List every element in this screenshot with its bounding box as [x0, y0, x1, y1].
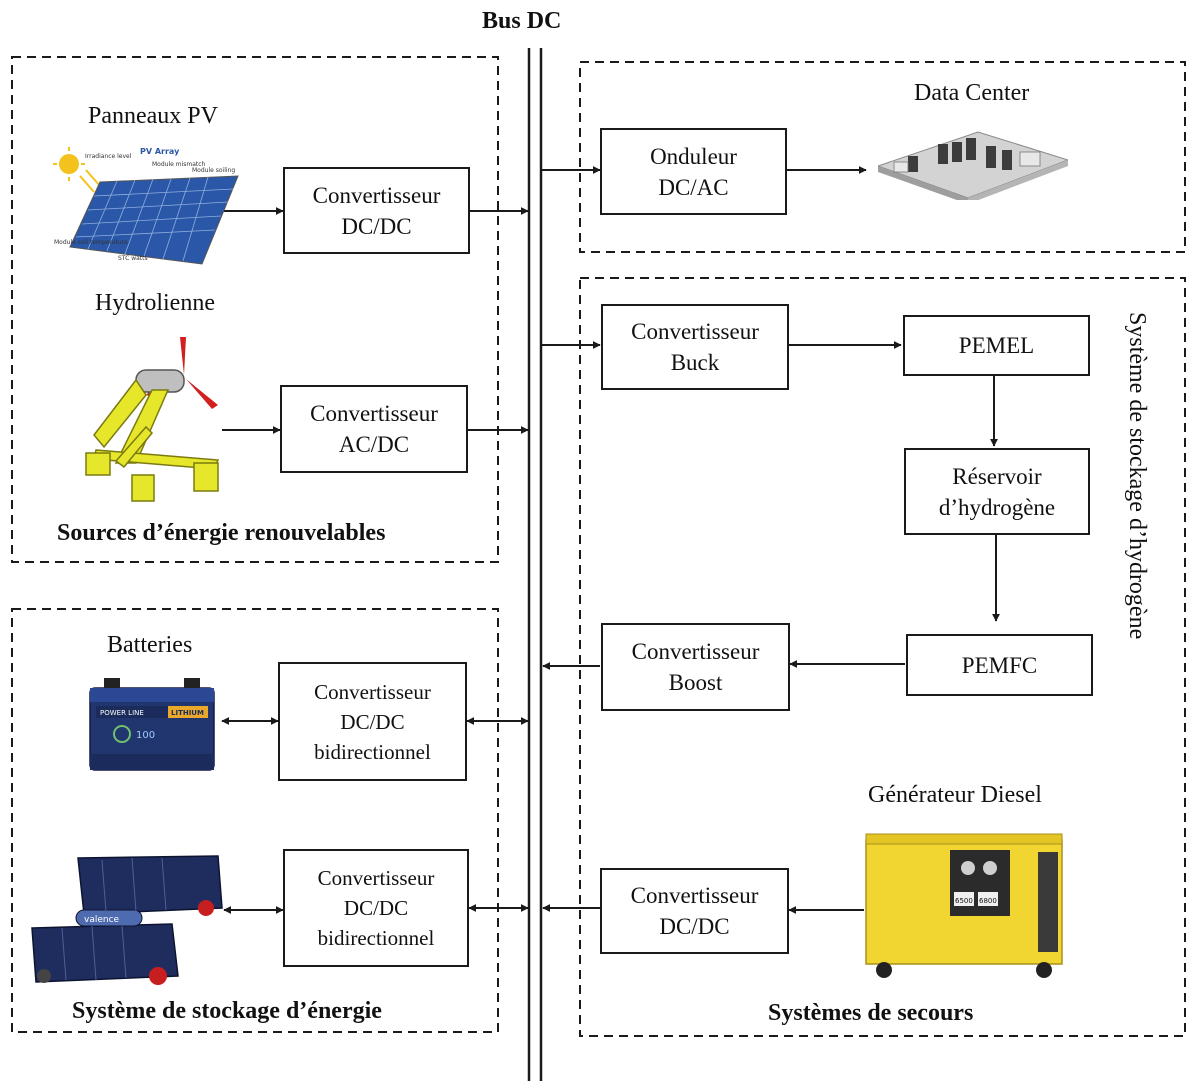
block-line: Convertisseur [312, 182, 441, 208]
block-line: PEMFC [961, 652, 1038, 678]
boost-converter-block: Convertisseur Boost [601, 623, 790, 711]
block-line: bidirectionnel [314, 739, 431, 764]
battery-line-label: POWER LINE [100, 709, 144, 717]
battery-stack-brand: valence [84, 915, 120, 925]
inverter-dcac-block: Onduleur DC/AC [600, 128, 787, 215]
renewable-group-title: Sources d’énergie renouvelables [57, 520, 386, 546]
bus-dc-label: Bus DC [482, 8, 562, 34]
pemfc-block: PEMFC [906, 634, 1093, 696]
data-center-illustration [878, 131, 1068, 200]
battery-capacity-label: 100 [136, 730, 155, 741]
pv-stc-caption: STC watts [118, 255, 148, 262]
stack-bidirectional-converter-block: Convertisseur DC/DC bidirectionnel [283, 849, 469, 967]
battery-illustration: POWER LINE LITHIUM 100 [89, 678, 215, 771]
frame-renewable [11, 56, 499, 563]
pv-array-caption: PV Array [140, 147, 180, 156]
block-line: DC/DC [341, 213, 412, 239]
frame-storage [11, 608, 499, 1033]
block-line: Convertisseur [317, 866, 435, 890]
block-line: bidirectionnel [317, 926, 435, 950]
generator-panel-left: 6500 [955, 897, 973, 905]
buck-converter-block: Convertisseur Buck [601, 304, 789, 390]
block-line: Réservoir [952, 463, 1042, 489]
block-line: Onduleur [650, 143, 737, 169]
diesel-dcdc-converter-block: Convertisseur DC/DC [600, 868, 789, 954]
hydro-acdc-converter-block: Convertisseur AC/DC [280, 385, 468, 473]
frame-datacenter [579, 61, 1186, 253]
block-line: Boost [668, 670, 723, 695]
block-line: AC/DC [338, 432, 410, 457]
block-line: d’hydrogène [938, 494, 1056, 520]
hydrogen-tank-block: Réservoir d’hydrogène [904, 448, 1090, 535]
block-line: Convertisseur [631, 319, 759, 344]
frame-hydrogen-backup [579, 277, 1186, 1037]
pv-panel-illustration: PV Array Irradiance level Module mismatc… [53, 147, 239, 265]
diesel-generator-illustration: 6500 6800 [865, 833, 1063, 978]
pv-label: Panneaux PV [88, 103, 218, 129]
generator-panel-right: 6800 [979, 897, 997, 905]
block-line: PEMEL [958, 333, 1035, 358]
battery-stack-illustration: valence [31, 855, 223, 985]
battery-chem-label: LITHIUM [171, 709, 204, 717]
battery-bidirectional-converter-block: Convertisseur DC/DC bidirectionnel [278, 662, 467, 781]
block-line: DC/AC [658, 174, 729, 200]
block-line: DC/DC [340, 709, 405, 734]
hydro-label: Hydrolienne [95, 290, 215, 316]
datacenter-label: Data Center [914, 80, 1030, 106]
hydrogen-group-title: Système de stockage d’hydrogène [1124, 312, 1150, 640]
block-line: Convertisseur [314, 679, 431, 704]
sun-icon [59, 154, 79, 174]
block-line: Convertisseur [310, 401, 438, 426]
pemel-block: PEMEL [903, 315, 1090, 376]
block-line: Convertisseur [631, 639, 760, 664]
block-line: Buck [670, 350, 720, 375]
storage-group-title: Système de stockage d’énergie [72, 998, 382, 1024]
pv-irradiance-caption: Irradiance level [85, 153, 132, 160]
pv-mismatch-caption: Module mismatch [152, 161, 206, 168]
backup-group-title: Systèmes de secours [768, 1000, 974, 1026]
pv-celltemp-caption: Module cell temperature [54, 239, 128, 246]
block-line: DC/DC [343, 896, 409, 920]
block-line: DC/DC [659, 914, 730, 939]
pv-dcdc-converter-block: Convertisseur DC/DC [283, 167, 470, 254]
batteries-label: Batteries [107, 632, 193, 658]
block-line: Convertisseur [630, 883, 759, 908]
pv-soiling-caption: Module soiling [192, 167, 235, 174]
tidal-turbine-illustration [85, 337, 220, 502]
diesel-label: Générateur Diesel [868, 782, 1042, 808]
